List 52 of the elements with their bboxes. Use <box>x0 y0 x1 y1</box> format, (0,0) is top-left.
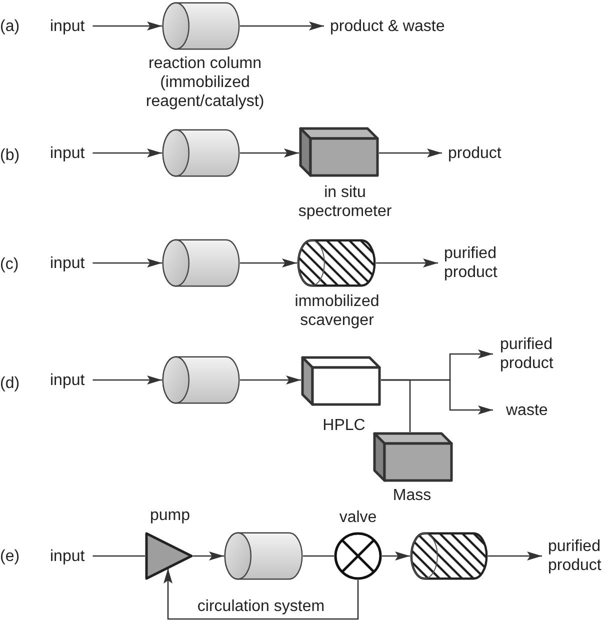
inlet-label: input <box>50 546 85 566</box>
spectrometer-box <box>299 127 379 177</box>
inlet-label: input <box>50 370 85 390</box>
panel-label: (a) <box>0 16 20 36</box>
arrow <box>92 148 162 158</box>
scavenger-column <box>297 239 376 287</box>
arrow <box>92 258 162 268</box>
component-caption: HPLC <box>322 416 366 435</box>
arrow <box>92 22 162 30</box>
inlet-label: input <box>50 254 85 272</box>
valve-symbol <box>334 532 382 580</box>
detector-box <box>373 432 453 482</box>
arrow <box>193 552 224 560</box>
reaction-column <box>162 239 240 287</box>
connector-line <box>92 555 145 557</box>
component-caption: Mass <box>392 486 432 505</box>
scavenger-column <box>410 532 488 580</box>
pump-symbol <box>145 532 193 580</box>
connector-line <box>381 379 411 432</box>
reaction-column <box>162 2 240 50</box>
outlet-label: purified product <box>548 537 602 575</box>
arrow <box>488 552 542 560</box>
arrow <box>376 258 438 268</box>
panel-label: (b) <box>0 146 20 164</box>
component-caption: immobilized scavenger <box>294 292 380 330</box>
arrow <box>240 258 297 268</box>
arrow <box>379 148 442 158</box>
reaction-column <box>162 356 240 404</box>
arrow <box>240 376 301 384</box>
outlet-label: product & waste <box>330 16 445 36</box>
hplc-unit <box>301 356 381 406</box>
arrow <box>240 148 299 158</box>
outlet-label: purified product <box>444 244 498 282</box>
panel-label: (c) <box>0 254 19 274</box>
arrow <box>164 568 359 620</box>
inlet-label: input <box>50 16 85 36</box>
component-caption: in situ spectrometer <box>297 183 393 221</box>
arrow <box>92 376 162 384</box>
reaction-column <box>224 532 303 580</box>
component-caption: pump <box>150 506 190 525</box>
inlet-label: input <box>50 144 85 162</box>
connector-line <box>303 555 334 557</box>
outlet-label: purified product <box>500 335 554 373</box>
component-caption: reaction column (immobilized reagent/catalyst) <box>144 54 266 111</box>
arrow <box>240 22 324 30</box>
outlet-label: product <box>448 144 502 162</box>
reaction-column <box>162 129 240 177</box>
arrow <box>382 552 410 560</box>
outlet-label: waste <box>506 400 548 420</box>
panel-label: (e) <box>0 546 20 566</box>
panel-label: (d) <box>0 374 20 392</box>
component-caption: valve <box>339 508 377 527</box>
